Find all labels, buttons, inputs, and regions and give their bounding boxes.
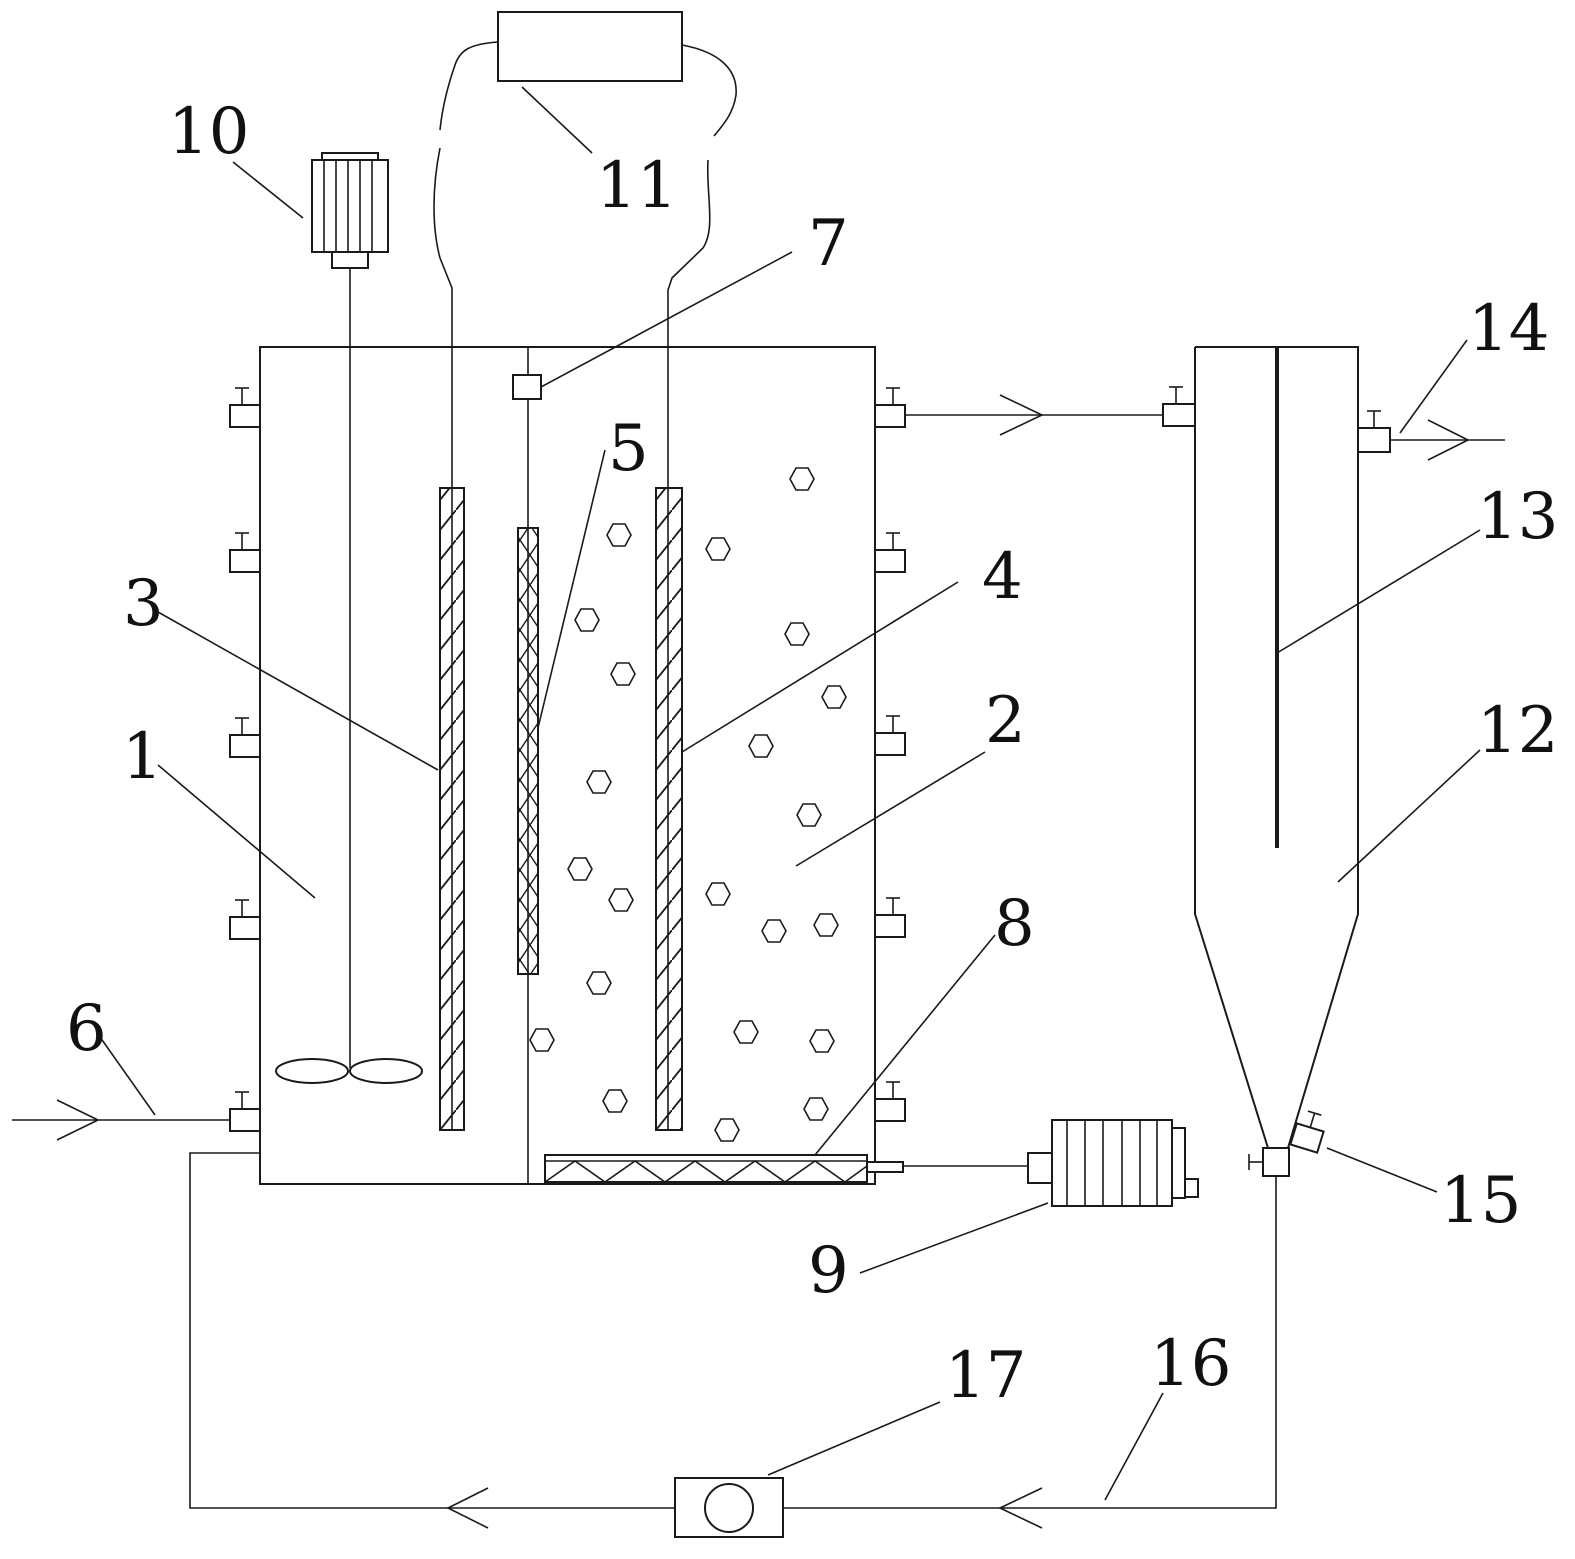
label-sludge-valve: 15: [1440, 1164, 1521, 1238]
lead-wire-cathode-upper: [681, 44, 737, 137]
power-supply: [497, 11, 683, 82]
label-fixture: 7: [808, 207, 849, 281]
return-pump: [674, 1477, 784, 1538]
stirrer-motor: [311, 152, 389, 269]
label-cathode-plate: 4: [982, 540, 1023, 614]
label-return-pipe: 16: [1150, 1327, 1231, 1401]
label-membrane: 5: [608, 412, 649, 486]
anode-plate: [439, 487, 465, 1131]
outlet-valve: [1357, 410, 1391, 453]
impeller: [275, 1058, 423, 1084]
lead-wire-cathode-lower: [667, 159, 711, 488]
bottom-valve: [1248, 1147, 1290, 1177]
label-stirrer-motor: 10: [168, 95, 249, 169]
membrane-fixture: [512, 374, 542, 400]
label-return-pump: 17: [945, 1339, 1026, 1413]
return-pipe: [189, 1152, 1277, 1529]
label-main-tank: 1: [122, 720, 163, 794]
number-labels: 1 2 3 4 5 6 7 8 9 10 11 12 13 14 15 16 1…: [66, 95, 1558, 1413]
settling-inlet-valve: [1162, 386, 1196, 427]
inlet-pipe: [12, 1099, 230, 1141]
label-inlet-pipe: 6: [66, 992, 107, 1066]
aerator: [544, 1154, 904, 1183]
label-settling-tank: 12: [1477, 694, 1558, 768]
reactor-tank: [259, 346, 876, 1185]
label-anode-plate: 3: [123, 567, 164, 641]
outlet-pipe: [1390, 419, 1505, 461]
label-power-supply: 11: [596, 149, 677, 223]
left-sampling-valves: [229, 387, 261, 1132]
label-cathode-chamber: 2: [985, 684, 1026, 758]
leader-lines: [99, 86, 1481, 1501]
lead-wire-anode-upper: [439, 41, 499, 131]
right-sampling-valves: [874, 387, 906, 1122]
label-baffle: 13: [1477, 480, 1558, 554]
sludge-valve: [1289, 1110, 1325, 1154]
lead-wire-anode-lower: [433, 147, 453, 488]
cathode-plate: [655, 487, 683, 1131]
label-air-pump: 9: [808, 1234, 849, 1308]
carrier-particles: [529, 467, 847, 1142]
label-outlet-pipe: 14: [1468, 292, 1549, 366]
membrane: [517, 527, 539, 975]
overflow-pipe: [905, 394, 1163, 436]
label-aerator: 8: [994, 887, 1035, 961]
air-pump: [1027, 1119, 1199, 1207]
